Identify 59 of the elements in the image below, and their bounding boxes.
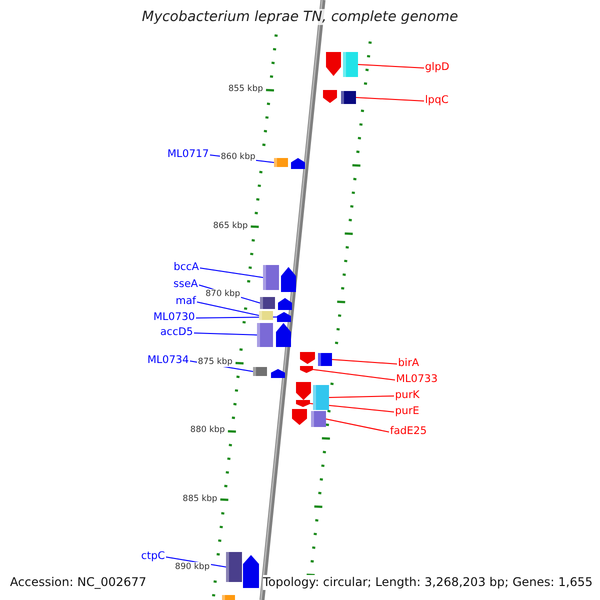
gene-feature	[226, 552, 242, 582]
gene-label: ctpC	[141, 550, 165, 563]
gene-feature	[318, 353, 332, 366]
gene-feature	[323, 90, 337, 103]
gene-feature	[257, 323, 273, 347]
gene-feature	[343, 52, 358, 77]
leader-line	[358, 64, 424, 68]
gene-feature	[300, 352, 315, 364]
gene-feature	[260, 297, 275, 309]
gene-label: purK	[395, 389, 420, 402]
gene-label: maf	[176, 295, 196, 308]
title: Mycobacterium leprae TN, complete genome	[142, 9, 458, 25]
gene-feature	[300, 366, 313, 373]
gene-feature	[278, 298, 292, 310]
leader-line	[196, 302, 260, 316]
gene-label: lpqC	[425, 94, 449, 107]
gene-feature	[263, 265, 279, 290]
gene-label: purE	[395, 405, 420, 418]
scale-label: 875 kbp	[196, 357, 234, 367]
leader-line	[194, 332, 258, 336]
gene-label: accD5	[160, 326, 193, 339]
leader-line	[196, 316, 278, 318]
gene-label: birA	[398, 357, 420, 370]
gene-label: glpD	[425, 61, 450, 74]
gene-label: ML0730	[153, 311, 195, 324]
gene-feature	[281, 267, 296, 292]
scale-label: 870 kbp	[204, 288, 242, 299]
scale-label: 885 kbp	[182, 494, 218, 504]
gene-feature	[341, 91, 356, 104]
scale-label: 890 kbp	[174, 562, 211, 572]
gene-label: sseA	[173, 278, 198, 291]
scale-label: 865 kbp	[212, 220, 249, 230]
leader-line	[200, 268, 264, 278]
scale-label: 880 kbp	[189, 425, 226, 436]
leader-line	[326, 418, 390, 432]
leader-line	[312, 369, 396, 380]
leader-line	[332, 359, 398, 364]
gene-feature	[326, 52, 341, 76]
gene-label: ML0733	[396, 373, 438, 386]
gene-feature	[313, 385, 329, 410]
gene-label: ML0734	[147, 354, 189, 367]
gene-feature	[291, 158, 305, 169]
gene-feature	[253, 367, 267, 376]
leader-line	[356, 97, 424, 102]
leader-line	[328, 396, 394, 398]
gene-feature	[292, 409, 307, 425]
gene-feature	[222, 595, 235, 600]
gene-feature	[259, 311, 273, 320]
gene-feature	[271, 369, 285, 378]
gene-feature	[274, 158, 288, 167]
accession-text: Accession: NC_002677	[10, 575, 146, 590]
scale-label: 855 kbp	[227, 84, 264, 94]
genome-info-text: Topology: circular; Length: 3,268,203 bp; Genes: 1,655	[263, 575, 593, 590]
gene-label: fadE25	[390, 425, 427, 438]
gene-label: ML0717	[167, 148, 209, 161]
gene-feature	[311, 411, 326, 427]
gene-feature	[243, 555, 259, 588]
scale-label: 860 kbp	[220, 152, 256, 162]
gene-label: bccA	[174, 261, 199, 274]
